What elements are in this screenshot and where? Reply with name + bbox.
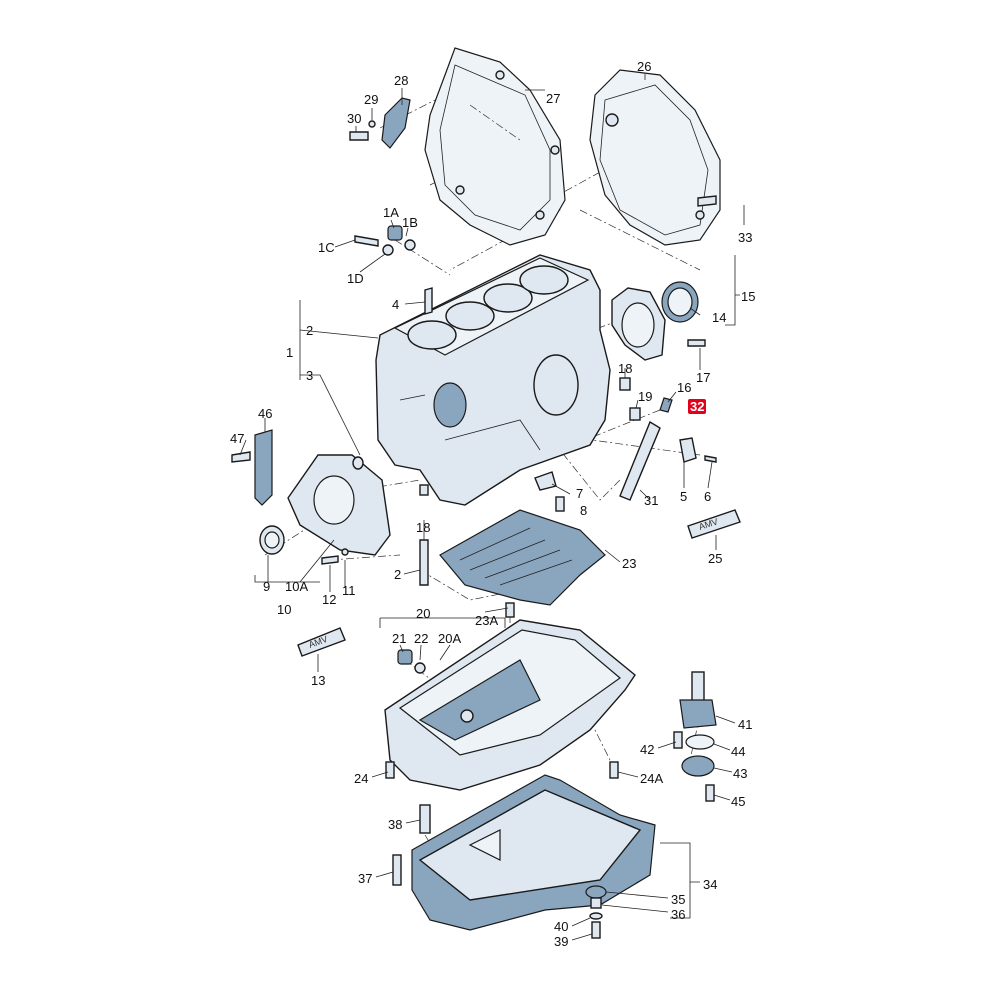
bolt-24A [609,761,619,779]
callout-44: 44 [731,744,746,759]
callout-15: 15 [741,289,756,304]
callout-3: 3 [306,368,314,383]
callout-21: 21 [392,631,407,646]
callout-25: 25 [708,551,723,566]
callout-1C: 1C [318,240,335,255]
callout-1A: 1A [383,205,399,220]
bolt-17 [687,339,706,347]
callout-41: 41 [738,717,753,732]
bolt-24 [385,761,395,779]
callout-6: 6 [704,489,712,504]
bolt-23A [505,602,515,618]
callout-17: 17 [696,370,711,385]
bolt-47 [231,451,251,463]
callout-26: 26 [637,59,652,74]
callout-2: 2 [306,323,314,338]
callout-43: 43 [733,766,748,781]
callout-45: 45 [731,794,746,809]
callout-19: 19 [638,389,653,404]
callout-32-highlighted: 32 [688,399,707,414]
leader-lines [239,74,745,941]
callout-18-lower: 18 [416,520,431,535]
callout-22: 22 [414,631,429,646]
callout-47: 47 [230,431,245,446]
callout-46: 46 [258,406,273,421]
callout-8: 8 [580,503,588,518]
callout-16: 16 [677,380,692,395]
callout-11: 11 [342,583,356,598]
callout-23A: 23A [475,613,499,628]
callout-14: 14 [712,310,727,325]
callout-10: 10 [277,602,292,617]
callout-20A: 20A [438,631,462,646]
sealant-tube-13: AMV [297,627,346,657]
front-cover-10 [259,454,391,556]
rear-seal-flange-15 [611,281,699,361]
plug-18-lower [419,484,429,496]
callout-37: 37 [358,871,373,886]
callout-30: 30 [347,111,362,126]
callout-34: 34 [703,877,718,892]
callout-7: 7 [576,486,584,501]
flange-5 [679,437,717,463]
callout-10A: 10A [285,579,309,594]
callout-39: 39 [554,934,569,949]
nozzle-16 [659,397,673,413]
callout-12: 12 [322,592,337,607]
callout-9: 9 [263,579,271,594]
callout-5: 5 [680,489,688,504]
bracket-46 [254,429,273,506]
baffle-plate-23 [439,509,606,606]
callout-24A: 24A [640,771,664,786]
gasket-27 [424,47,566,246]
bolt-33 [697,195,717,207]
drain-plug-35 [585,885,607,939]
bolt-8 [555,496,565,512]
engine-block [375,254,611,506]
callout-1: 1 [286,345,294,360]
callout-1B: 1B [402,215,418,230]
callout-24: 24 [354,771,369,786]
stud-38 [419,804,431,834]
callout-18: 18 [618,361,633,376]
callout-1D: 1D [347,271,364,286]
callout-2-lower: 2 [394,567,402,582]
stud-37 [392,854,402,886]
bracket-28 [349,97,411,149]
callout-23: 23 [622,556,637,571]
oil-pan-upper-20 [384,619,636,791]
bolt-2 [419,539,429,586]
bolt-12 [321,555,339,565]
callout-20: 20 [416,606,431,621]
callout-27: 27 [546,91,561,106]
callout-40: 40 [554,919,569,934]
callout-31: 31 [644,493,659,508]
plug-19 [629,407,641,421]
callout-35: 35 [671,892,686,907]
callout-33: 33 [738,230,753,245]
drain-plug-21 [397,649,426,674]
callout-42: 42 [640,742,655,757]
sensor-1A [354,225,416,256]
callout-28: 28 [394,73,409,88]
callout-13: 13 [311,673,326,688]
dowel-4 [424,287,433,315]
callout-38: 38 [388,817,403,832]
gasket-26 [589,69,721,246]
fitting-7 [534,471,557,491]
oil-tube-31 [619,420,661,501]
callout-36: 36 [671,907,686,922]
oring-3 [352,456,364,470]
plug-18 [619,377,631,391]
oil-level-sensor-41 [673,671,717,802]
callout-4: 4 [392,297,400,312]
callout-29: 29 [364,92,379,107]
sealant-tube-25: AMV [687,509,741,539]
